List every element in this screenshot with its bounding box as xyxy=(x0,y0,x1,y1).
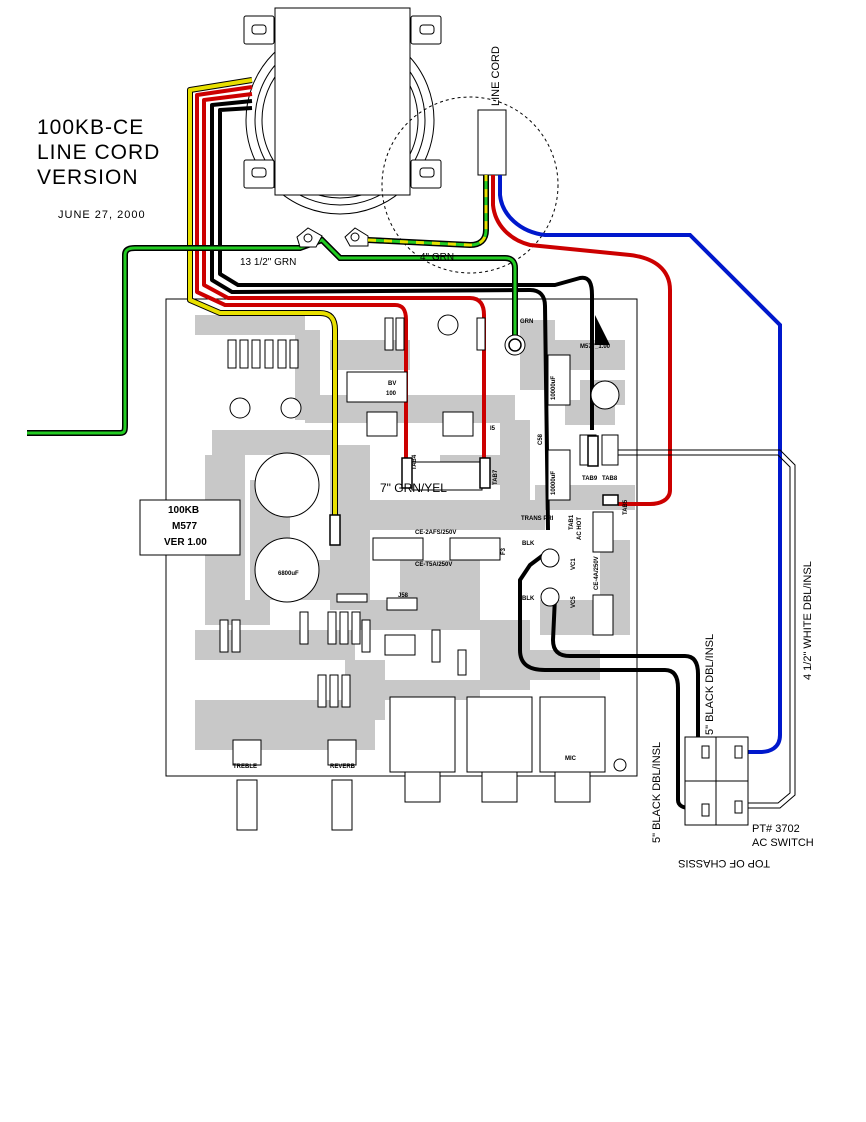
line-cord-blue-wire xyxy=(498,175,782,754)
grn-yel-7-label: 7" GRN/YEL xyxy=(380,481,447,495)
board-tag-line3: VER 1.00 xyxy=(164,537,207,548)
pcb-text-c58: C58 xyxy=(538,433,544,445)
pcb-text-m577: M577_1.00 xyxy=(580,344,611,350)
black-dbl-insl-wires xyxy=(518,548,707,810)
top-chassis-label: TOP OF CHASSIS xyxy=(678,857,770,869)
transformer-wires xyxy=(187,77,594,531)
part-number-label: PT# 3702 xyxy=(752,823,800,835)
pcb-text-tab1: TAB1 xyxy=(569,514,575,530)
pcb-text-100: 100 xyxy=(386,391,397,397)
pcb-text-tab4: TAB4 xyxy=(412,454,418,470)
logo-sail xyxy=(595,315,610,345)
board-pads xyxy=(329,338,619,546)
pcb-text-tab7: TAB7 xyxy=(493,469,499,485)
line-cord-detail-circle xyxy=(381,96,559,274)
pcb-text-cap1: 10000uF xyxy=(551,376,557,400)
pcb-text-treble: TREBLE xyxy=(233,764,257,770)
pcb-text-ac-hot: AC HOT xyxy=(577,517,583,540)
pcb-text-vc5: VC5 xyxy=(571,596,577,608)
revision-date: JUNE 27, 2000 xyxy=(58,209,146,221)
transformer xyxy=(243,7,442,215)
white-dbl-label: 4 1/2" WHITE DBL/INSL xyxy=(802,561,814,680)
board-tag-box xyxy=(139,499,241,556)
white-dbl-insl-wires xyxy=(618,449,796,809)
board-components xyxy=(219,314,627,831)
title-line-3: VERSION xyxy=(37,166,139,189)
line-cord-label: LINE CORD xyxy=(490,46,502,106)
pcb-text-f3: F3 xyxy=(501,547,507,555)
line-cord-strain-relief xyxy=(477,109,507,176)
pcb-text-vc1: VC1 xyxy=(571,558,577,570)
pcb-text-fuse1: CE-2AFS/250V xyxy=(415,530,456,536)
pcb-text-blk1: BLK xyxy=(522,541,535,547)
pcb-text-trans-pri: TRANS PRI xyxy=(521,516,554,522)
board-silkscreen: M577_1.00 TAB9 TAB8 TAB7 TAB4 TAB5 TAB1 … xyxy=(233,319,629,770)
pcb-text-bv: BV xyxy=(388,381,396,387)
board-tag-line1: 100KB xyxy=(168,505,199,516)
grn-13-label: 13 1/2" GRN xyxy=(240,257,296,268)
pcb-text-blk2: BLK xyxy=(522,596,535,602)
ac-switch xyxy=(684,736,749,826)
grn-4-label: 4" GRN xyxy=(420,252,454,263)
page-title: 100KB-CE LINE CORD VERSION xyxy=(37,115,160,190)
pcb-text-tab9: TAB9 xyxy=(582,476,598,482)
pcb-text-reverb: REVERB xyxy=(330,764,356,770)
pcb-text-i5: I5 xyxy=(490,426,496,432)
pcb-text-cap2: 10000uF xyxy=(551,471,557,495)
black-dbl-label-a: 5" BLACK DBL/INSL xyxy=(651,742,663,843)
black-dbl-label-b: 5" BLACK DBL/INSL xyxy=(704,634,716,735)
board-tag-line2: M577 xyxy=(172,521,197,532)
title-line-2: LINE CORD xyxy=(37,141,161,164)
pcb-text-cap3: 6800uF xyxy=(278,571,299,577)
title-line-1: 100KB-CE xyxy=(37,116,145,139)
pcb-text-fuse2: CE-T5A/250V xyxy=(415,562,452,568)
pcb-text-tab5: TAB5 xyxy=(623,499,629,515)
line-cord-red-wire xyxy=(491,175,672,506)
pcb-text-mic: MIC xyxy=(565,756,577,762)
ground-lugs xyxy=(296,227,369,248)
pcb-text-tab8: TAB8 xyxy=(602,476,618,482)
ac-switch-label: AC SWITCH xyxy=(752,837,814,849)
pcb-text-j58: J58 xyxy=(398,593,409,599)
pcb-text-fuse3: CE-4A/250V xyxy=(594,556,600,590)
pcb-text-grn: GRN xyxy=(520,319,533,325)
